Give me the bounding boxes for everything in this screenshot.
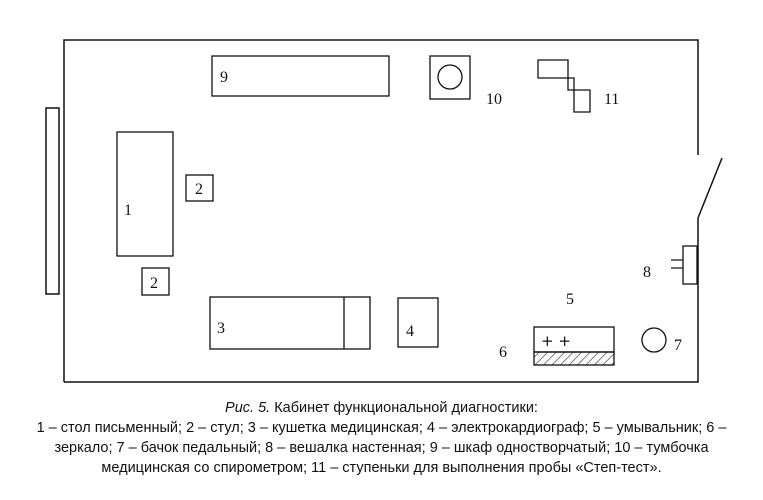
label-desk: 1 <box>124 202 132 219</box>
label-steps: 11 <box>604 91 619 108</box>
desk <box>116 131 174 257</box>
figure-legend: 1 – стол письменный; 2 – стул; 3 – кушет… <box>36 420 727 476</box>
ecg <box>397 297 439 348</box>
figure-title: Кабинет функциональной диагностики: <box>274 400 538 416</box>
sink-taps: + + <box>541 332 571 350</box>
label-couch: 3 <box>217 320 225 337</box>
label-hanger: 8 <box>643 264 651 281</box>
wall-hanger <box>682 245 698 285</box>
label-ecg: 4 <box>406 323 414 340</box>
pedal-bin <box>641 327 667 353</box>
chair-b <box>141 267 170 296</box>
label-bin: 7 <box>674 337 682 354</box>
spirometer <box>437 64 463 90</box>
chair-a <box>185 174 214 202</box>
room-wall-bottom <box>64 262 699 383</box>
label-chair-b: 2 <box>150 275 158 292</box>
room-wall <box>63 39 699 382</box>
caption-title-line: Рис. 5. Кабинет функциональной диагности… <box>18 398 745 418</box>
label-cabinet: 9 <box>220 69 228 86</box>
mirror <box>533 351 615 366</box>
figure-label: Рис. 5. <box>225 400 271 416</box>
label-sink: 5 <box>566 291 574 308</box>
label-nightstand: 10 <box>486 91 502 108</box>
cabinet <box>211 55 390 97</box>
figure-caption: Рис. 5. Кабинет функциональной диагности… <box>18 398 745 478</box>
label-mirror: 6 <box>499 344 507 361</box>
window <box>45 107 60 295</box>
steps <box>537 59 591 113</box>
couch <box>209 296 371 350</box>
label-chair-a: 2 <box>195 181 203 198</box>
door <box>697 157 723 219</box>
floor-plan: 9 10 11 1 2 2 3 4 5 + + 6 7 8 <box>45 39 723 383</box>
